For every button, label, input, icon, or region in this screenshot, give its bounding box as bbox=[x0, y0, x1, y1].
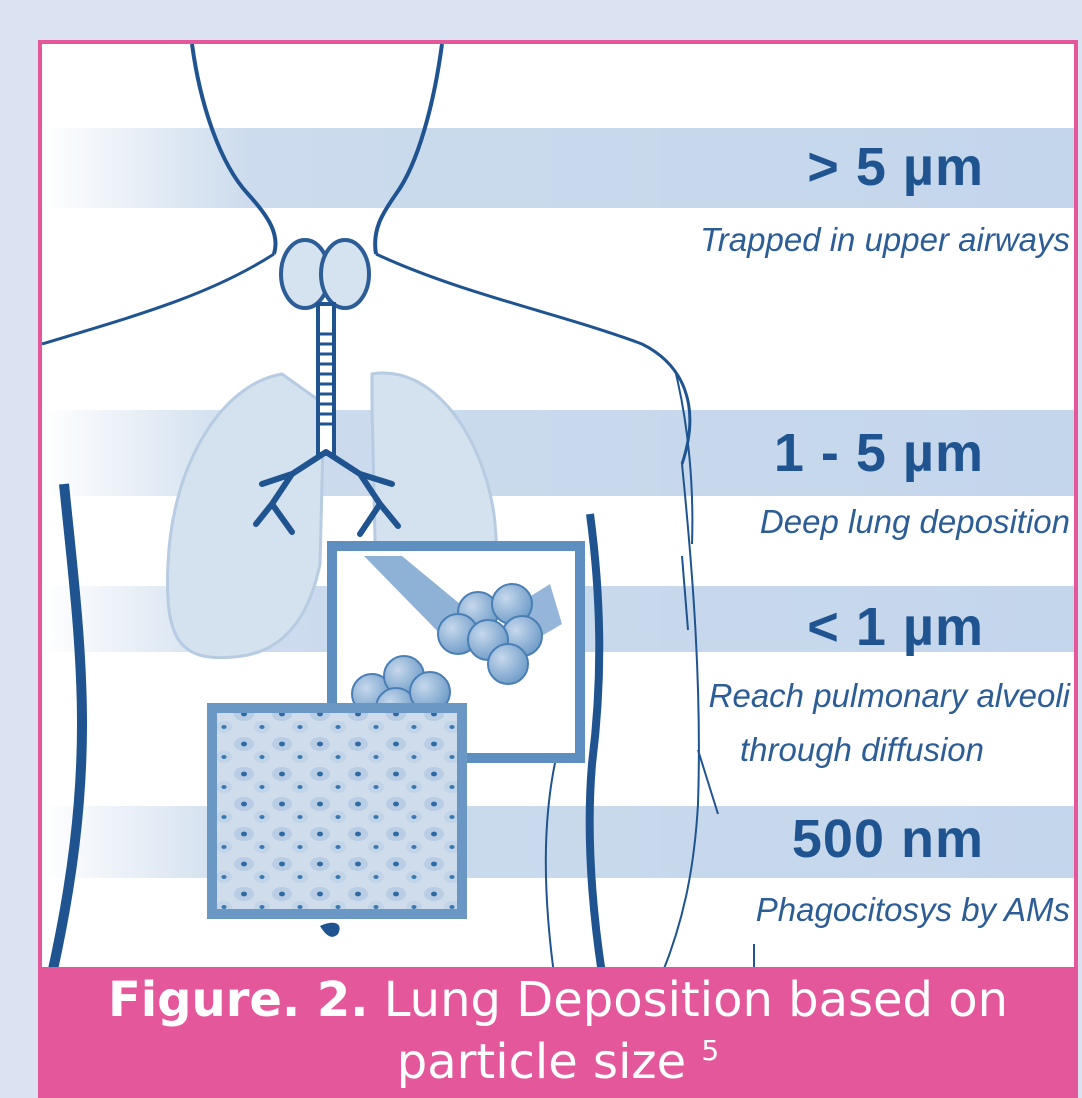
trachea bbox=[318, 304, 334, 454]
size-label-small: < 1 µm bbox=[807, 596, 984, 658]
figure-caption: Figure. 2. Lung Deposition based on part… bbox=[38, 967, 1078, 1098]
size-label-large: > 5 µm bbox=[807, 136, 984, 198]
left-lung bbox=[167, 374, 324, 658]
caption-reference: 5 bbox=[701, 1034, 719, 1067]
figure-frame: > 5 µm Trapped in upper airways 1 - 5 µm… bbox=[38, 40, 1078, 1098]
left-arm bbox=[52, 484, 82, 974]
size-label-nano: 500 nm bbox=[792, 808, 984, 870]
desc-phagocytosis: Phagocitosys by AMs bbox=[756, 890, 1070, 930]
desc-deep-lung: Deep lung deposition bbox=[760, 502, 1070, 542]
desc-alveoli-line2: through diffusion bbox=[740, 730, 984, 770]
caption-label: Figure. 2. bbox=[108, 972, 369, 1028]
desc-alveoli-line1: Reach pulmonary alveoli bbox=[709, 676, 1070, 716]
desc-upper-airways: Trapped in upper airways bbox=[700, 220, 1070, 260]
right-arm bbox=[590, 514, 602, 974]
neck-outline bbox=[192, 44, 276, 254]
larynx bbox=[281, 240, 369, 308]
caption-text: Lung Deposition based on particle size bbox=[384, 972, 1008, 1090]
size-label-medium: 1 - 5 µm bbox=[774, 422, 984, 484]
tissue-inset bbox=[212, 708, 462, 914]
left-shoulder bbox=[42, 254, 274, 344]
